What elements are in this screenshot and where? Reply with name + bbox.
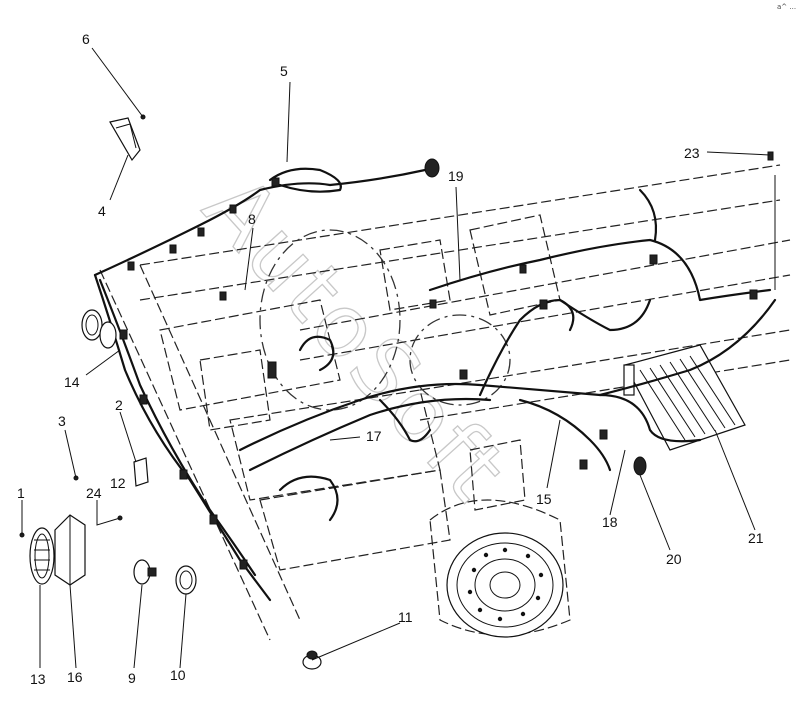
- chassis-frame-outline: [99, 164, 791, 641]
- light-12: [133, 457, 149, 487]
- marker-light-9: [133, 559, 157, 585]
- callout-labels: 6 5 4 8 19 23 14 2 3 17 12 1 24 15 18 21…: [17, 31, 764, 687]
- callout-6: 6: [82, 31, 90, 47]
- callout-17: 17: [366, 428, 382, 444]
- headlamp-14: [81, 309, 117, 349]
- callout-10: 10: [170, 667, 186, 683]
- callout-18: 18: [602, 514, 618, 530]
- wheel: [446, 532, 564, 638]
- callout-9: 9: [128, 670, 136, 686]
- callout-15: 15: [536, 491, 552, 507]
- callout-14: 14: [64, 374, 80, 390]
- connector-plug-5: [424, 158, 440, 178]
- lamp-10: [175, 565, 197, 595]
- lamp-bracket-4: [109, 117, 141, 162]
- callout-2: 2: [115, 397, 123, 413]
- callout-19: 19: [448, 168, 464, 184]
- callout-21: 21: [748, 530, 764, 546]
- callout-16: 16: [67, 669, 83, 685]
- callout-8: 8: [248, 211, 256, 227]
- leader-lines: [21, 47, 776, 669]
- lamp-housing-16: [54, 514, 86, 586]
- callout-20: 20: [666, 551, 682, 567]
- callout-11: 11: [398, 609, 413, 625]
- callout-3: 3: [58, 413, 66, 429]
- callout-12: 12: [110, 475, 126, 491]
- corner-mark: a^ ...: [777, 3, 796, 11]
- callout-13: 13: [30, 671, 46, 687]
- work-light-13: [29, 527, 55, 585]
- connectors: [119, 177, 758, 570]
- callout-1: 1: [17, 485, 25, 501]
- callout-5: 5: [280, 63, 288, 79]
- sensor-20: [633, 456, 647, 476]
- callout-4: 4: [98, 203, 106, 219]
- callout-24: 24: [86, 485, 102, 501]
- radiator-cooler: [623, 344, 746, 451]
- fastener-23: [767, 151, 774, 161]
- callout-23: 23: [684, 145, 700, 161]
